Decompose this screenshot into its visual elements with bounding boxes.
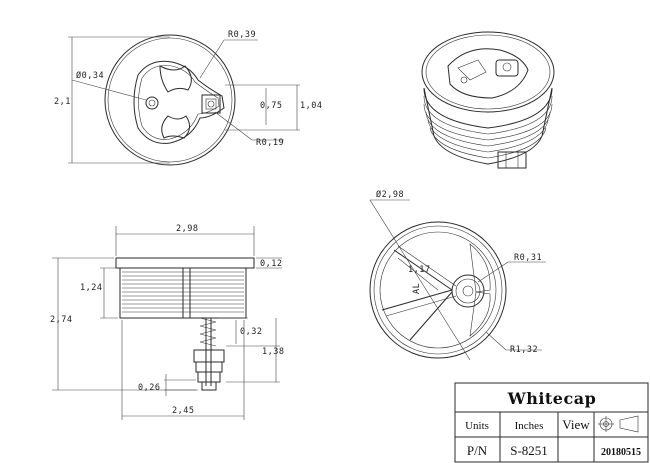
spring	[199, 317, 217, 386]
top-r-small-dim: R0,19	[256, 138, 284, 148]
top-075-dim: 0,75	[260, 101, 282, 111]
side-width-bottom-dim: 2,45	[172, 406, 194, 416]
projection-symbol-icon	[598, 415, 639, 433]
bottom-dia-dim: Ø2,98	[376, 189, 404, 200]
bottom-r132-dim: R1,32	[510, 345, 538, 355]
top-r-outer-dim: R0,39	[228, 30, 256, 40]
side-width-top-dim: 2,98	[176, 224, 198, 234]
top-height-dim: 2,1	[54, 97, 71, 107]
side-138-dim: 1,38	[262, 347, 284, 357]
pn-label: P/N	[467, 443, 488, 458]
side-thread-dim: 1,24	[80, 283, 102, 293]
side-overall-dim: 2,74	[50, 315, 72, 325]
brand-logo: Whitecap	[507, 389, 597, 408]
units-value: Inches	[515, 420, 544, 432]
side-032-dim: 0,32	[240, 327, 262, 337]
top-view: 2,1 R0,39 Ø0,34 0,75 1,04 R0,19	[54, 30, 322, 166]
side-026-dim: 0,26	[138, 383, 160, 393]
title-block: Whitecap Units Inches View P/N S-8251 20…	[454, 382, 649, 463]
bottom-arrow-mark: AL	[412, 283, 422, 294]
side-flange-dim: 0,12	[260, 259, 282, 269]
units-label: Units	[465, 420, 489, 432]
drawing-date: 20180515	[601, 447, 641, 458]
isometric-view	[421, 31, 555, 169]
bottom-view: AL Ø2,98 1,17 R0,31 R1,32	[369, 189, 546, 361]
pn-value: S-8251	[510, 443, 548, 458]
top-hole-dim: Ø0,34	[76, 70, 104, 81]
bottom-117-dim: 1,17	[408, 265, 430, 275]
top-104-dim: 1,04	[300, 101, 322, 111]
side-view: 2,98 0,12 1,24 2,74 0,32 1,38 0,26 2,45	[50, 224, 284, 420]
bottom-r031-dim: R0,31	[514, 253, 542, 263]
view-label: View	[562, 417, 590, 432]
